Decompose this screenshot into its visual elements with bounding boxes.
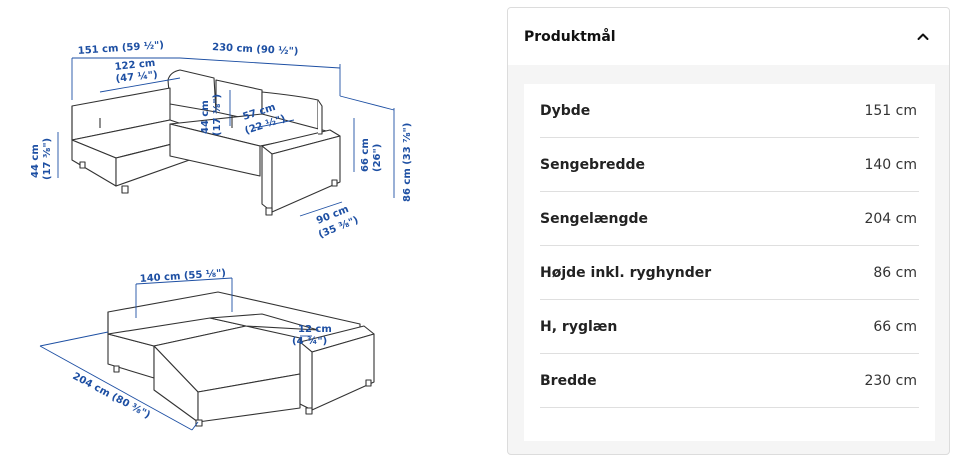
- label-total-height: 86 cm (33 ⅞"): [402, 123, 413, 202]
- dimension-row-bed-width: Sengebredde 140 cm: [540, 138, 919, 192]
- label-sofa-width: 230 cm (90 ½"): [212, 42, 299, 58]
- dimension-label: H, ryglæn: [540, 318, 618, 335]
- label-mattress-thickness-in: (4 ¾"): [292, 336, 327, 347]
- label-mattress-thickness: 12 cm: [298, 324, 332, 335]
- dimension-value: 151 cm: [864, 102, 917, 119]
- label-seat-height-in: (17 ⅜"): [42, 138, 53, 180]
- label-back-cushion-height-in: (17 ⅜"): [212, 94, 223, 136]
- dimension-value: 204 cm: [864, 210, 917, 227]
- dimension-row-bed-length: Sengelængde 204 cm: [540, 192, 919, 246]
- chevron-up-icon[interactable]: [915, 29, 931, 45]
- dimension-value: 230 cm: [864, 372, 917, 389]
- label-bed-length: 204 cm (80 ⅜"): [71, 371, 152, 421]
- dimension-row-height-incl-cushions: Højde inkl. ryghynder 86 cm: [540, 246, 919, 300]
- dimension-row-back-height: H, ryglæn 66 cm: [540, 300, 919, 354]
- dimensions-list: Dybde 151 cm Sengebredde 140 cm Sengelæn…: [524, 84, 935, 441]
- dimension-label: Bredde: [540, 372, 597, 389]
- dimension-value: 66 cm: [873, 318, 917, 335]
- label-back-cushion-height: 44 cm: [200, 100, 211, 134]
- label-chaise-length: 122 cm: [114, 58, 156, 73]
- label-bed-width: 140 cm (55 ⅛"): [139, 268, 226, 285]
- label-seat-height: 44 cm: [30, 144, 41, 178]
- dimension-label: Dybde: [540, 102, 591, 119]
- label-back-height: 66 cm: [360, 138, 371, 172]
- dimension-row-depth: Dybde 151 cm: [540, 84, 919, 138]
- product-dimensions-header[interactable]: Produktmål: [508, 8, 949, 65]
- panel-title: Produktmål: [524, 28, 616, 45]
- dimension-label: Højde inkl. ryghynder: [540, 264, 712, 281]
- label-chaise-length-in: (47 ¼"): [115, 69, 158, 85]
- label-sofa-depth: 151 cm (59 ½"): [77, 40, 164, 57]
- dimension-value: 86 cm: [873, 264, 917, 281]
- sofa-dimension-illustration: 151 cm (59 ½") 230 cm (90 ½") 122 cm (47…: [0, 0, 470, 465]
- dimension-label: Sengebredde: [540, 156, 646, 173]
- sofa-drawings: 151 cm (59 ½") 230 cm (90 ½") 122 cm (47…: [30, 40, 413, 431]
- dimension-label: Sengelængde: [540, 210, 649, 227]
- label-back-height-in: (26"): [372, 144, 383, 172]
- dimension-row-width: Bredde 230 cm: [540, 354, 919, 408]
- dimension-value: 140 cm: [864, 156, 917, 173]
- product-dimensions-panel: Produktmål Dybde 151 cm Sengebredde 140 …: [507, 7, 950, 455]
